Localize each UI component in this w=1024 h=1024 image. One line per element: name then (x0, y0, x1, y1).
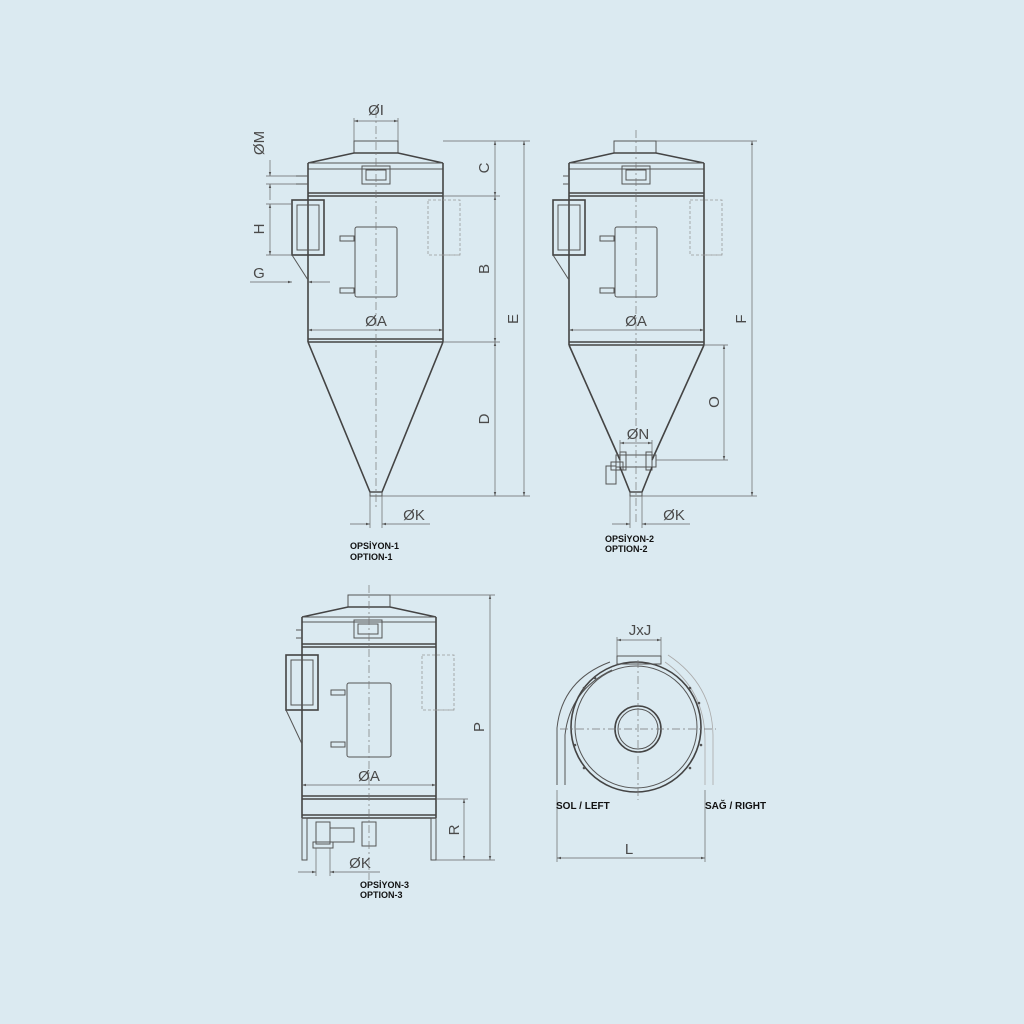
dim-e-label: E (505, 314, 522, 324)
option-3-view: ØA P R ØK OPSİYON-3 OPTION-3 (285, 585, 495, 900)
right-side-label: SAĞ / RIGHT (705, 799, 766, 812)
dim-p-label: P (471, 722, 488, 732)
dim-k-label: ØK (663, 507, 685, 524)
dim-m-label: ØM (251, 131, 268, 155)
dim-f-label: F (733, 314, 750, 323)
option-3-caption-en: OPTION-3 (360, 890, 403, 900)
option-3-caption-tr: OPSİYON-3 (360, 880, 409, 890)
dim-i-label: ØI (368, 102, 384, 119)
dim-d-label: D (476, 413, 493, 424)
dim-a-label: ØA (358, 768, 380, 785)
dim-a-label: ØA (625, 313, 647, 330)
dim-k-label: ØK (403, 507, 425, 524)
dim-o-label: O (706, 396, 723, 408)
option-1-caption-tr: OPSİYON-1 (350, 541, 399, 551)
dim-h-label: H (251, 224, 268, 235)
option-2-caption-tr: OPSİYON-2 (605, 534, 654, 544)
dim-g-label: G (253, 265, 265, 282)
dim-jxj-label: JxJ (629, 622, 652, 639)
dim-a-label: ØA (365, 313, 387, 330)
option-1-view: ØI ØM H G ØA C B D E ØK OPSİYON-1 OPTION… (250, 102, 530, 562)
dim-k-label: ØK (349, 855, 371, 872)
option-1-caption-en: OPTION-1 (350, 552, 393, 562)
dim-b-label: B (476, 264, 493, 274)
dim-r-label: R (446, 824, 463, 835)
left-side-label: SOL / LEFT (556, 801, 610, 812)
dim-c-label: C (476, 162, 493, 173)
option-2-caption-en: OPTION-2 (605, 544, 648, 554)
option-2-view: ØA F O ØN ØK OPSİYON-2 OPTION-2 (552, 130, 757, 554)
dim-n-label: ØN (627, 426, 650, 443)
top-view: JxJ L SOL / LEFT SAĞ / RIGHT (556, 622, 766, 862)
dim-l-label: L (625, 841, 633, 858)
